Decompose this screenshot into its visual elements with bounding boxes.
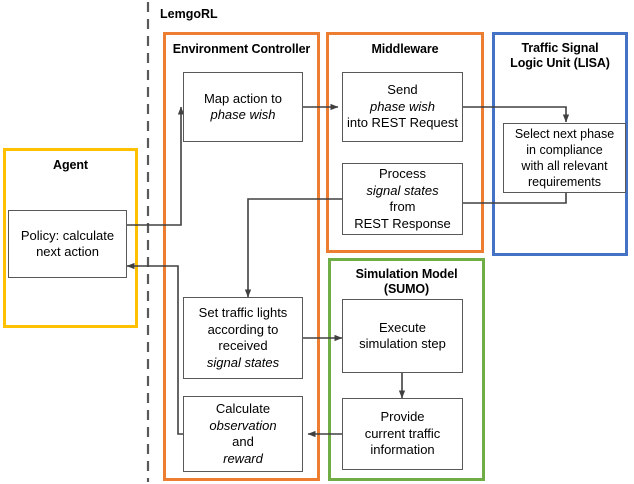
- node-calculate-line1: Calculate: [215, 401, 271, 416]
- node-process-line3: REST Response: [354, 215, 451, 231]
- node-send-line2: phase wish: [369, 98, 436, 114]
- node-map-action[interactable]: Map action to phase wish: [183, 72, 303, 142]
- node-settl-line3: received: [218, 338, 268, 353]
- group-simulation-model: Simulation Model (SUMO): [328, 258, 485, 481]
- node-execute-line2: simulation step: [359, 336, 446, 351]
- node-map-action-line2: phase wish: [210, 107, 276, 122]
- group-sumo-title-line2: (SUMO): [383, 282, 430, 296]
- node-policy-line2: next action: [36, 244, 99, 259]
- group-sumo-title-line1: Simulation Model: [355, 267, 458, 281]
- node-execute-simulation-step[interactable]: Execute simulation step: [342, 299, 463, 373]
- node-calculate-observation-reward[interactable]: Calculate observation and reward: [183, 396, 303, 472]
- node-calculate-line3: reward: [223, 450, 263, 466]
- group-middleware-title: Middleware: [371, 42, 439, 56]
- node-provide-line2: current traffic: [364, 425, 441, 441]
- system-boundary-label: LemgoRL: [160, 7, 218, 21]
- node-process-signal-states[interactable]: Process signal states from REST Response: [342, 163, 463, 235]
- node-settl-line1: Set traffic lights: [198, 305, 288, 320]
- node-select-line1: Select next phase: [514, 127, 615, 141]
- group-lisa-title-line1: Traffic Signal: [521, 41, 599, 55]
- group-agent: Agent: [3, 148, 138, 328]
- node-calculate-line2: observation: [209, 417, 277, 433]
- node-select-line2: in compliance: [526, 143, 603, 157]
- group-middleware: Middleware: [326, 32, 484, 253]
- node-send-phase-wish[interactable]: Send phase wish into REST Request: [342, 72, 463, 142]
- node-select-line3: with all relevant: [521, 159, 608, 173]
- node-provide-line1: Provide: [380, 409, 425, 425]
- node-policy[interactable]: Policy: calculate next action: [8, 210, 127, 278]
- group-environment-controller-title: Environment Controller: [172, 42, 311, 56]
- node-send-line1: Send: [387, 82, 418, 98]
- node-calculate-line2b: and: [232, 434, 254, 449]
- node-provide-traffic-info[interactable]: Provide current traffic information: [342, 398, 463, 470]
- node-execute-line1: Execute: [379, 319, 426, 335]
- node-select-next-phase[interactable]: Select next phase in compliance with all…: [503, 123, 626, 193]
- node-send-line3: into REST Request: [346, 115, 459, 131]
- group-traffic-signal-logic-unit: Traffic Signal Logic Unit (LISA): [492, 32, 628, 256]
- node-settl-line4: signal states: [206, 354, 280, 370]
- node-process-line1: Process: [379, 166, 426, 181]
- node-process-line2: signal states: [366, 182, 439, 198]
- node-provide-line3: information: [370, 442, 435, 458]
- node-select-line4: requirements: [528, 175, 601, 189]
- node-set-traffic-lights[interactable]: Set traffic lights according to received…: [183, 297, 303, 379]
- node-policy-line1: Policy: calculate: [20, 227, 115, 243]
- node-map-action-line1: Map action to: [203, 90, 283, 106]
- node-settl-line2: according to: [207, 321, 279, 337]
- group-lisa-title-line2: Logic Unit (LISA): [510, 56, 610, 70]
- node-process-line2b: from: [389, 199, 416, 214]
- group-agent-title: Agent: [53, 158, 88, 172]
